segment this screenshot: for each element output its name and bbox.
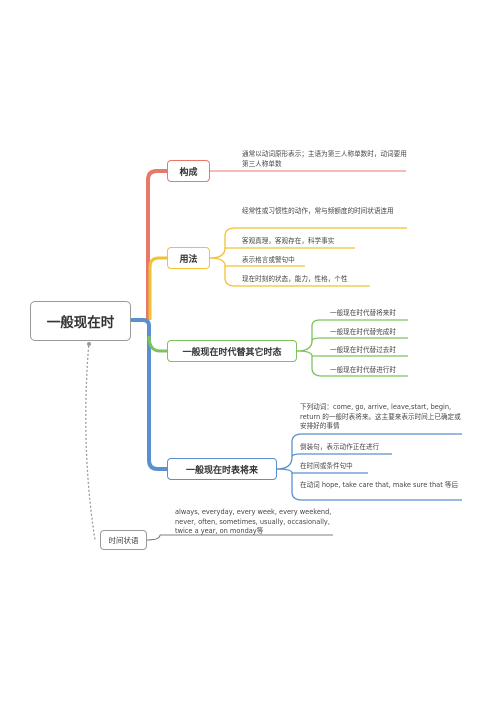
connector-root-biaojianglai (131, 318, 167, 471)
leaf-line-biaojianglai-0 (276, 433, 462, 470)
leaf-line-daiti-0 (296, 319, 408, 352)
leaf-side-0: always, everyday, every week, every week… (175, 508, 332, 535)
leaf-yongfa-1: 客观真理，客观存在，科学事实 (242, 237, 335, 245)
leaf-biaojianglai-2: 在时间或条件句中 (300, 462, 353, 470)
branch-node-label: 用法 (179, 254, 198, 265)
connector-root-yongfa (148, 256, 167, 320)
side-node-label: 时间状语 (108, 535, 139, 545)
branch-node-yongfa[interactable]: 用法 (167, 247, 210, 269)
leaf-yongfa-0: 经常性或习惯性的动作，常与频额度的时间状语连用 (242, 207, 394, 215)
branch-node-gouchen[interactable]: 构成 (167, 160, 210, 182)
connector-root-side-dot (87, 342, 91, 346)
connector-root-gouchen (146, 169, 167, 320)
leaf-daiti-2: 一般现在时代替过去时 (330, 346, 396, 354)
leaf-daiti-1: 一般现在时代替完成时 (330, 328, 396, 336)
leaf-line-biaojianglai-2 (276, 468, 368, 474)
root-node[interactable]: 一般现在时 (30, 301, 131, 341)
leaf-gouchen-0: 通常以动词原形表示；主语为第三人称单数时，动词要用第三人称单数 (242, 150, 407, 168)
branch-node-label: 构成 (179, 167, 198, 178)
leaf-line-yongfa-3 (224, 266, 370, 287)
leaf-line-yongfa-2 (209, 257, 305, 267)
leaf-line-biaojianglai-1 (291, 453, 392, 458)
connector-root-side (85, 341, 96, 541)
leaf-line-daiti-2 (296, 350, 408, 357)
branch-node-label: 一般现在时表将来 (185, 465, 258, 476)
root-node-label: 一般现在时 (46, 315, 115, 331)
leaf-line-daiti-1 (311, 337, 408, 342)
leaf-line-yongfa-0 (209, 227, 407, 259)
leaf-line-biaojianglai-3 (291, 473, 462, 501)
leaf-daiti-0: 一般现在时代替将来时 (330, 309, 396, 317)
side-node-shijianzhuangyu[interactable]: 时间状语 (100, 530, 147, 550)
branch-node-biaojianglai[interactable]: 一般现在时表将来 (167, 458, 277, 480)
branch-node-daiti[interactable]: 一般现在时代替其它时态 (167, 340, 297, 362)
leaf-biaojianglai-3: 在动词 hope, take care that, make sure that… (300, 481, 459, 489)
leaf-line-side (146, 534, 333, 541)
connector-root-daiti (147, 335, 167, 353)
leaf-biaojianglai-0: 下列动词：come, go, arrive, leave,start, begi… (300, 403, 461, 430)
branch-node-label: 一般现在时代替其它时态 (182, 347, 282, 358)
leaf-line-daiti-3 (311, 356, 408, 377)
leaf-daiti-3: 一般现在时代替进行时 (330, 366, 396, 374)
leaf-yongfa-3: 现在时刻的状态，能力，性格，个性 (242, 275, 348, 283)
leaf-biaojianglai-1: 倒装句，表示动作正在进行 (300, 443, 380, 451)
leaf-yongfa-2: 表示格言或警句中 (242, 256, 295, 264)
